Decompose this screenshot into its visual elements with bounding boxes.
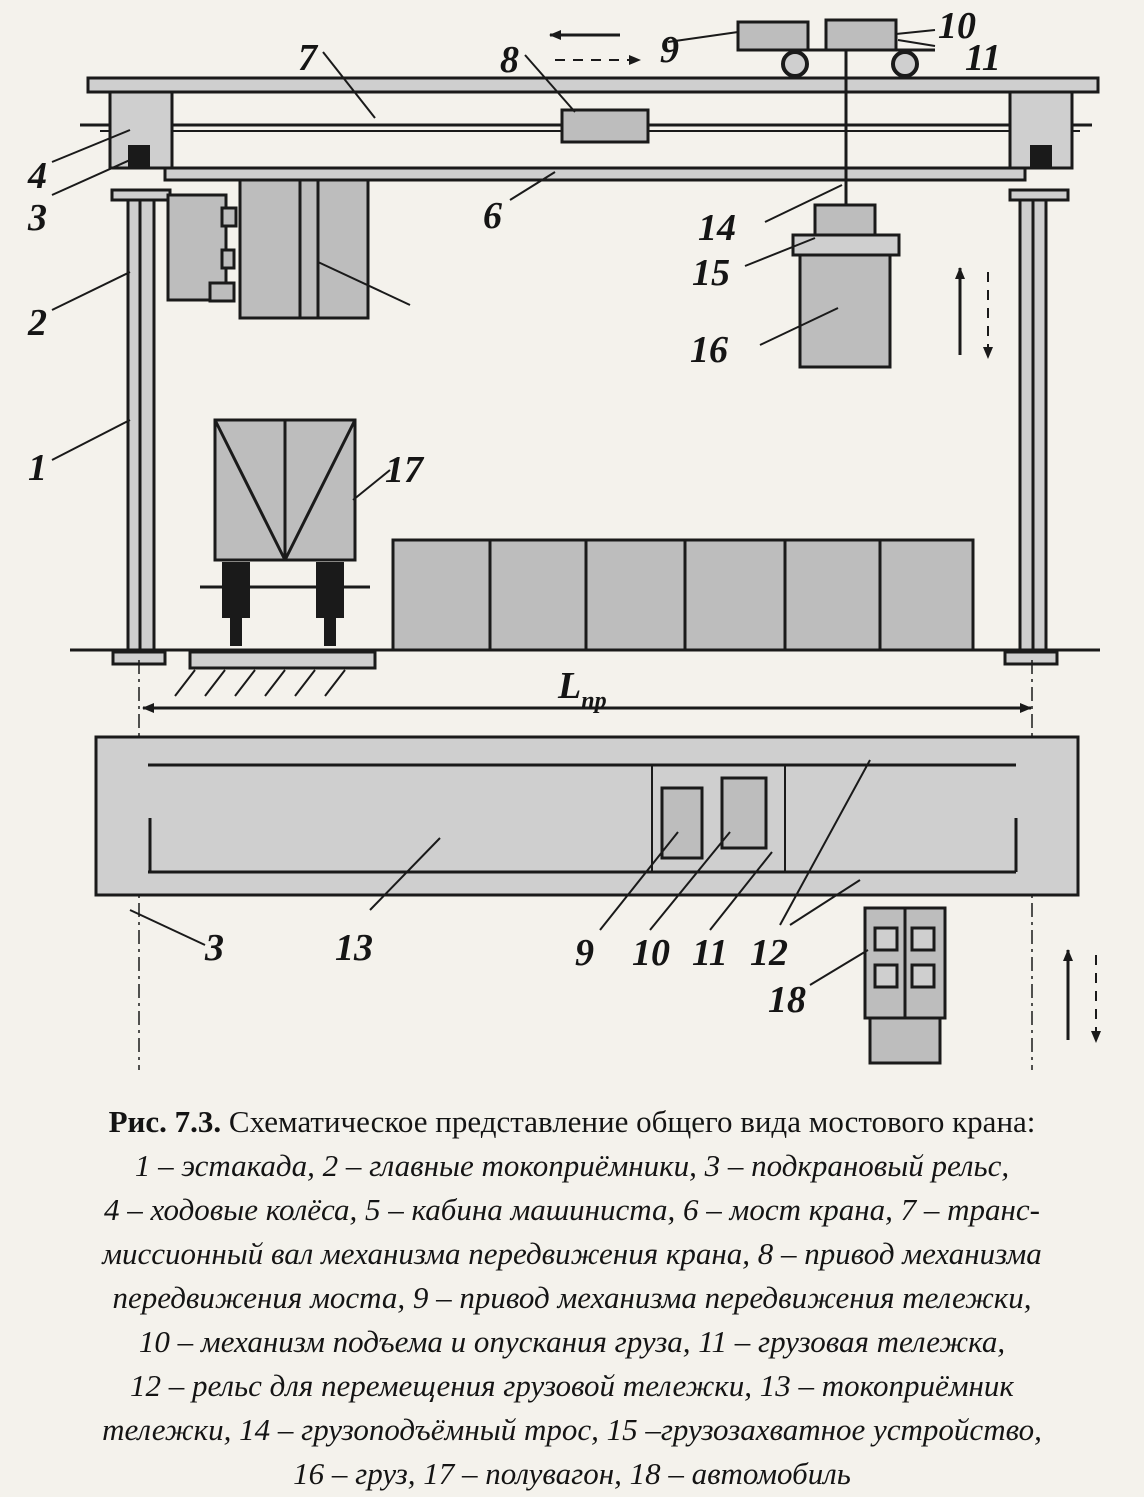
column-base-right [1003, 650, 1059, 666]
caption-line: 16 – груз, 17 – полувагон, 18 – автомоби… [293, 1456, 851, 1491]
running-wheel-left [128, 145, 150, 167]
caption-title: Схематическое представление общего вида … [228, 1104, 1036, 1139]
crane-diagram: 1 2 3 4 6 7 8 9 10 11 14 15 16 17 3 13 9… [27, 5, 1101, 1070]
caption-line: тележки, 14 – грузоподъёмный трос, 15 –г… [102, 1412, 1042, 1447]
label-8: 8 [500, 39, 519, 81]
label-14: 14 [698, 207, 736, 249]
label-10-bottom: 10 [632, 932, 670, 974]
caption-line: миссионный вал механизма передвижения кр… [102, 1236, 1042, 1271]
plan-hoist [720, 776, 768, 850]
caption-line: 4 – ходовые колёса, 5 – кабина машиниста… [104, 1192, 1040, 1227]
truck-win-2 [910, 926, 936, 952]
caption-fig-number: Рис. 7.3. [108, 1104, 222, 1139]
leader-lines [51, 29, 936, 986]
truck-win-4 [910, 963, 936, 989]
gondola-bogie-right [316, 562, 344, 618]
gondola-diag-2 [283, 419, 357, 561]
load-gripper-plate [791, 233, 901, 257]
label-12: 12 [750, 932, 788, 974]
cabin-block [238, 178, 370, 320]
trolley-wheel-left [781, 50, 809, 78]
label-3-bottom: 3 [204, 927, 224, 969]
cabin-detail-2 [220, 248, 236, 270]
gondola-bogie-left [222, 562, 250, 618]
label-9-bottom: 9 [575, 932, 594, 974]
cabin-detail-1 [220, 206, 238, 228]
label-15: 15 [692, 252, 730, 294]
gondola-diag-1 [213, 419, 287, 561]
caption-line: передвижения моста, 9 – привод механизма… [112, 1280, 1032, 1315]
label-1: 1 [28, 447, 47, 489]
figure-caption: Рис. 7.3. Схематическое представление об… [20, 1100, 1124, 1496]
cabin-detail-3 [208, 281, 236, 303]
crane-bridge [163, 166, 1027, 182]
label-11-top: 11 [965, 37, 1001, 79]
label-13: 13 [335, 927, 373, 969]
label-6: 6 [483, 195, 502, 237]
span-label-sub: пр [581, 688, 606, 714]
cabin-leader [317, 261, 411, 306]
label-11-bottom: 11 [692, 932, 728, 974]
caption-legend: 1 – эстакада, 2 – главные токоприёмники,… [20, 1144, 1124, 1496]
label-18: 18 [768, 979, 806, 1021]
label-3: 3 [27, 197, 47, 239]
trolley-drive [736, 20, 810, 52]
top-beam [86, 76, 1100, 94]
cargo-load [798, 253, 892, 369]
caption-line: 1 – эстакада, 2 – главные токоприёмники,… [134, 1148, 1010, 1183]
truck-cab [868, 1016, 942, 1065]
label-4: 4 [27, 155, 47, 197]
truck-win-3 [873, 963, 899, 989]
span-label-main: L [557, 665, 581, 707]
bridge-drive [560, 108, 650, 144]
hoist-mechanism [824, 18, 898, 52]
label-17: 17 [385, 449, 425, 491]
running-wheel-right [1030, 145, 1052, 167]
label-10-top: 10 [938, 5, 976, 47]
label-7: 7 [298, 37, 319, 79]
caption-head: Рис. 7.3. Схематическое представление об… [20, 1100, 1124, 1144]
rail-track-base [188, 650, 377, 670]
load-gripper [813, 203, 877, 239]
cargo-row [391, 538, 975, 652]
trolley-wheel-right [891, 50, 919, 78]
label-2: 2 [27, 302, 47, 344]
plan-trolley-drive [660, 786, 704, 860]
span-label: Lпр [557, 665, 607, 714]
caption-line: 12 – рельс для перемещения грузовой теле… [130, 1368, 1014, 1403]
caption-line: 10 – механизм подъема и опускания груза,… [138, 1324, 1006, 1359]
ground-hatching [174, 669, 346, 697]
plan-bridge [94, 735, 1080, 897]
label-16: 16 [690, 329, 728, 371]
truck-win-1 [873, 926, 899, 952]
gondola-wheel-left [230, 618, 242, 646]
gondola-wheel-right [324, 618, 336, 646]
label-9-top: 9 [660, 29, 679, 71]
